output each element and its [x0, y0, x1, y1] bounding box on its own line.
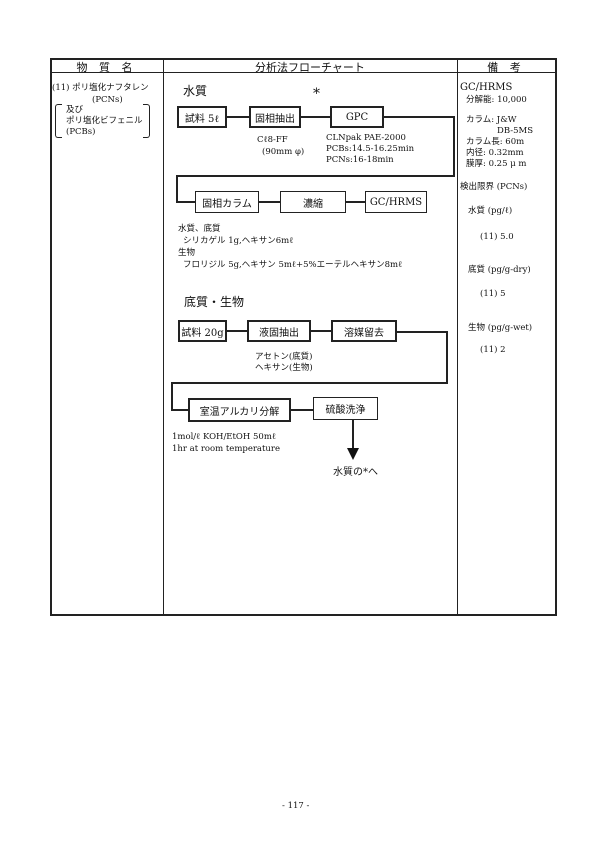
- connector: [176, 175, 178, 202]
- remarks-resolution: 分解能: 10,000: [466, 95, 527, 105]
- remarks-biota-unit: 生物 (pg/g-wet): [468, 323, 533, 333]
- gpc-pcb-time: PCBs:14.5-16.25min: [326, 144, 415, 154]
- column-divider: [457, 58, 458, 616]
- connector: [396, 331, 448, 333]
- bracket-left: [55, 104, 62, 138]
- remarks-column-type: DB-5MS: [497, 126, 534, 136]
- step-sample-5l: 試料 5ℓ: [177, 106, 227, 128]
- step-alkaline-decomposition: 室温アルカリ分解: [188, 398, 291, 422]
- column-divider: [163, 58, 164, 616]
- substance-and: 及び: [66, 105, 84, 115]
- remarks-sediment-value: (11) 5: [480, 289, 506, 299]
- koh-time: 1hr at room temperature: [172, 444, 280, 454]
- remarks-sediment-unit: 底質 (pg/g-dry): [468, 265, 531, 275]
- remarks-column: カラム: J&W: [466, 115, 517, 125]
- cleanup-note-title: 水質、底質: [178, 224, 221, 234]
- connector: [176, 201, 366, 203]
- cartridge-label: Cℓ8-FF: [257, 135, 288, 145]
- cartridge-size: (90mm φ): [262, 147, 305, 157]
- connector: [171, 382, 448, 384]
- connector: [453, 116, 455, 176]
- header-flowchart: 分析法フローチャート: [255, 61, 365, 74]
- substance-pcb-abbr: (PCBs): [66, 127, 96, 137]
- water-title: 水質: [183, 84, 208, 98]
- connector: [446, 331, 448, 383]
- solvent-biota: ヘキサン(生物): [255, 363, 313, 373]
- step-solvent-removal: 溶媒留去: [331, 320, 397, 342]
- step-gpc: GPC: [330, 106, 384, 128]
- solvent-sediment: アセトン(底質): [255, 352, 313, 362]
- remarks-biota-value: (11) 2: [480, 345, 506, 355]
- table-border-left: [50, 58, 52, 616]
- remarks-water-unit: 水質 (pg/ℓ): [468, 206, 513, 216]
- step-solid-phase-column: 固相カラム: [195, 191, 259, 213]
- sediment-title: 底質・生物: [184, 295, 245, 309]
- remarks-column-length: カラム長: 60m: [466, 137, 525, 147]
- gpc-pcn-time: PCNs:16-18min: [326, 155, 394, 165]
- substance-pcn: (11) ポリ塩化ナフタレン: [52, 83, 149, 93]
- goto-water-note: 水質の*へ: [333, 467, 378, 478]
- substance-pcn-abbr: (PCNs): [92, 95, 123, 105]
- koh-condition: 1mol/ℓ KOH/EtOH 50mℓ: [172, 432, 276, 442]
- connector: [171, 382, 173, 410]
- arrow-down-icon: [347, 448, 359, 460]
- remarks-film-thickness: 膜厚: 0.25 μ m: [466, 159, 527, 169]
- bracket-right: [143, 104, 150, 138]
- substance-pcb: ポリ塩化ビフェニル: [66, 116, 143, 126]
- cleanup-note-florisil: フロリジル 5g,ヘキサン 5mℓ+5%エーテルヘキサン8mℓ: [183, 260, 403, 270]
- step-liquid-solid-extraction: 液固抽出: [247, 320, 311, 342]
- connector: [352, 420, 354, 450]
- remarks-detection-limit: 検出限界 (PCNs): [460, 182, 528, 192]
- table-border-top: [50, 58, 556, 60]
- step-gc-hrms: GC/HRMS: [365, 191, 427, 213]
- header-remarks: 備 考: [487, 61, 525, 74]
- cleanup-note-silica: シリカゲル 1g,ヘキサン6mℓ: [183, 236, 294, 246]
- gpc-column: CLNpak PAE-2000: [326, 133, 406, 143]
- step-solid-phase-extraction: 固相抽出: [249, 106, 301, 128]
- connector: [176, 175, 455, 177]
- cleanup-note-biota: 生物: [178, 248, 196, 258]
- step-sulfuric-acid-wash: 硫酸洗浄: [313, 397, 378, 420]
- header-substance: 物 質 名: [76, 61, 137, 74]
- remarks-inner-diameter: 内径: 0.32mm: [466, 148, 524, 158]
- remarks-instrument: GC/HRMS: [460, 82, 513, 93]
- table-border-right: [555, 58, 557, 616]
- step-concentration: 濃縮: [280, 191, 346, 213]
- table-border-bottom: [50, 614, 556, 616]
- asterisk-mark: *: [313, 86, 320, 102]
- step-sample-20g: 試料 20g: [178, 320, 227, 342]
- header-divider: [50, 72, 556, 73]
- page-number: - 117 -: [282, 801, 310, 811]
- connector: [383, 116, 455, 118]
- remarks-water-value: (11) 5.0: [480, 232, 514, 242]
